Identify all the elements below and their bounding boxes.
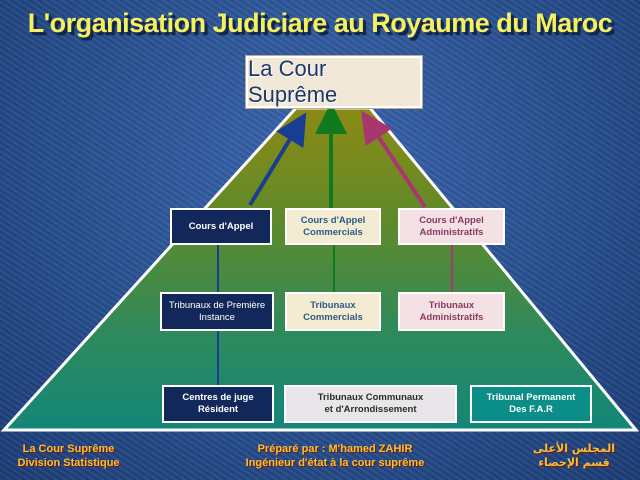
tribunal-permanent-far-line1: Tribunal Permanent xyxy=(486,392,576,403)
pyramid-shape xyxy=(0,106,640,432)
cours-appel-commerciales-box: Cours d'Appel Commercials xyxy=(285,208,381,245)
cours-appel-administratives-box: Cours d'Appel Administratifs xyxy=(398,208,505,245)
footer-right-line1: المجلس الأعلى xyxy=(532,442,616,455)
footer-center-line1: Préparé par : M'hamed ZAHIR xyxy=(257,443,413,455)
cours-appel-administratives-line2: Administratifs xyxy=(419,226,484,238)
footer-left-line1: La Cour Suprême xyxy=(22,443,115,455)
tribunaux-commerciaux-box: Tribunaux Commercials xyxy=(285,292,381,331)
tribunaux-premiere-instance-line1: Tribunaux de Première xyxy=(168,299,266,311)
tribunaux-administratifs-line2: Administratifs xyxy=(419,311,484,323)
tribunaux-premiere-instance-line2: Instance xyxy=(199,311,235,323)
footer-left: La Cour Suprême Division Statistique xyxy=(6,442,131,470)
footer-right: المجلس الأعلى قسم الإحصاء xyxy=(520,442,628,470)
cours-appel-box: Cours d'Appel xyxy=(170,208,272,245)
tribunal-permanent-far-box: Tribunal Permanent Des F.A.R xyxy=(470,385,592,423)
cours-appel-administratives-line1: Cours d'Appel xyxy=(419,214,484,226)
cour-supreme-label: La Cour Suprême xyxy=(248,56,338,107)
tribunaux-premiere-instance-box: Tribunaux de Première Instance xyxy=(160,292,274,331)
tribunaux-communaux-line1: Tribunaux Communaux xyxy=(317,392,424,403)
centres-juge-resident-line1: Centres de juge xyxy=(182,392,254,403)
tribunal-permanent-far-line2: Des F.A.R xyxy=(509,404,553,415)
cours-appel-commerciales-line1: Cours d'Appel xyxy=(300,214,366,226)
footer-center-line2: Ingénieur d'état à la cour suprême xyxy=(245,457,425,469)
arrow-blue xyxy=(248,112,307,207)
centres-juge-resident-box: Centres de juge Résident xyxy=(162,385,274,423)
footer-right-line2: قسم الإحصاء xyxy=(538,456,610,469)
cours-appel-label: Cours d'Appel xyxy=(188,220,254,232)
footer-left-line2: Division Statistique xyxy=(17,457,120,469)
tribunaux-commerciaux-line2: Commercials xyxy=(303,311,363,323)
tribunaux-communaux-line2: et d'Arrondissement xyxy=(324,404,417,415)
tribunaux-administratifs-line1: Tribunaux xyxy=(428,299,475,311)
cour-supreme-box: La Cour Suprême xyxy=(245,55,423,109)
tribunaux-commerciaux-line1: Tribunaux xyxy=(310,299,356,311)
page-title: L'organisation Judiciare au Royaume du M… xyxy=(27,8,613,38)
tribunaux-administratifs-box: Tribunaux Administratifs xyxy=(398,292,505,331)
arrow-pink xyxy=(361,110,427,209)
centres-juge-resident-line2: Résident xyxy=(197,404,239,415)
tribunaux-communaux-box: Tribunaux Communaux et d'Arrondissement xyxy=(284,385,457,423)
cours-appel-commerciales-line2: Commercials xyxy=(303,226,363,238)
footer-center: Préparé par : M'hamed ZAHIR Ingénieur d'… xyxy=(215,442,455,470)
